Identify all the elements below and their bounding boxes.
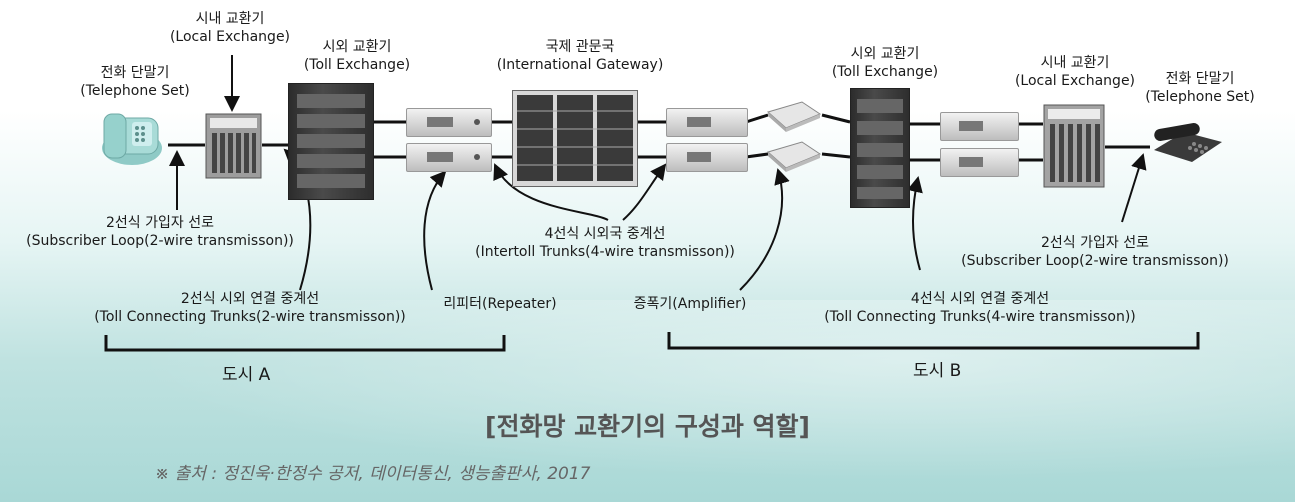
modem-top-icon — [764, 98, 822, 134]
amplifier-bottom-icon — [666, 143, 748, 172]
telephone-left-icon — [96, 108, 168, 170]
local-exchange-right-label: 시내 교환기(Local Exchange) — [1014, 55, 1136, 89]
local-exchange-left-label: 시내 교환기(Local Exchange) — [169, 11, 291, 45]
subscriber-loop-right-label: 2선식 가입자 선로(Subscriber Loop(2-wire transm… — [961, 235, 1229, 269]
international-gateway-label: 국제 관문국(International Gateway) — [496, 39, 664, 73]
telephone-right-icon — [1150, 120, 1225, 166]
figure-title: [전화망 교환기의 구성과 역할] — [485, 412, 810, 441]
toll-exchange-right-label: 시외 교환기(Toll Exchange) — [831, 46, 939, 80]
toll-connecting-right-label: 4선식 시외 연결 중계선(Toll Connecting Trunks(4-w… — [824, 291, 1136, 325]
source-citation: ※ 출처 : 정진욱·한정수 공저, 데이터통신, 생능출판사, 2017 — [155, 464, 591, 484]
amplifier-label: 증폭기(Amplifier) — [633, 296, 747, 312]
local-exchange-right-icon — [1043, 104, 1105, 188]
telephone-set-right-label: 전화 단말기(Telephone Set) — [1145, 71, 1255, 105]
city-b-label: 도시 B — [913, 361, 962, 381]
repeater-bottom-icon — [406, 143, 492, 172]
amplifier-top-icon — [666, 108, 748, 137]
city-a-label: 도시 A — [222, 365, 271, 385]
intertoll-trunks-label: 4선식 시외국 중계선(Intertoll Trunks(4-wire tran… — [475, 226, 735, 260]
toll-exchange-left-icon — [288, 83, 374, 200]
line-unit-bottom-icon — [940, 148, 1019, 177]
modem-bottom-icon — [764, 138, 822, 174]
repeater-label: 리피터(Repeater) — [443, 296, 557, 312]
local-exchange-left-icon — [205, 113, 262, 179]
toll-connecting-left-label: 2선식 시외 연결 중계선(Toll Connecting Trunks(2-w… — [94, 291, 406, 325]
international-gateway-icon — [512, 90, 638, 187]
telephone-set-left-label: 전화 단말기(Telephone Set) — [80, 65, 190, 99]
line-unit-top-icon — [940, 112, 1019, 141]
toll-exchange-right-icon — [850, 88, 910, 208]
toll-exchange-left-label: 시외 교환기(Toll Exchange) — [303, 39, 411, 73]
subscriber-loop-left-label: 2선식 가입자 선로(Subscriber Loop(2-wire transm… — [26, 215, 294, 249]
repeater-top-icon — [406, 108, 492, 137]
